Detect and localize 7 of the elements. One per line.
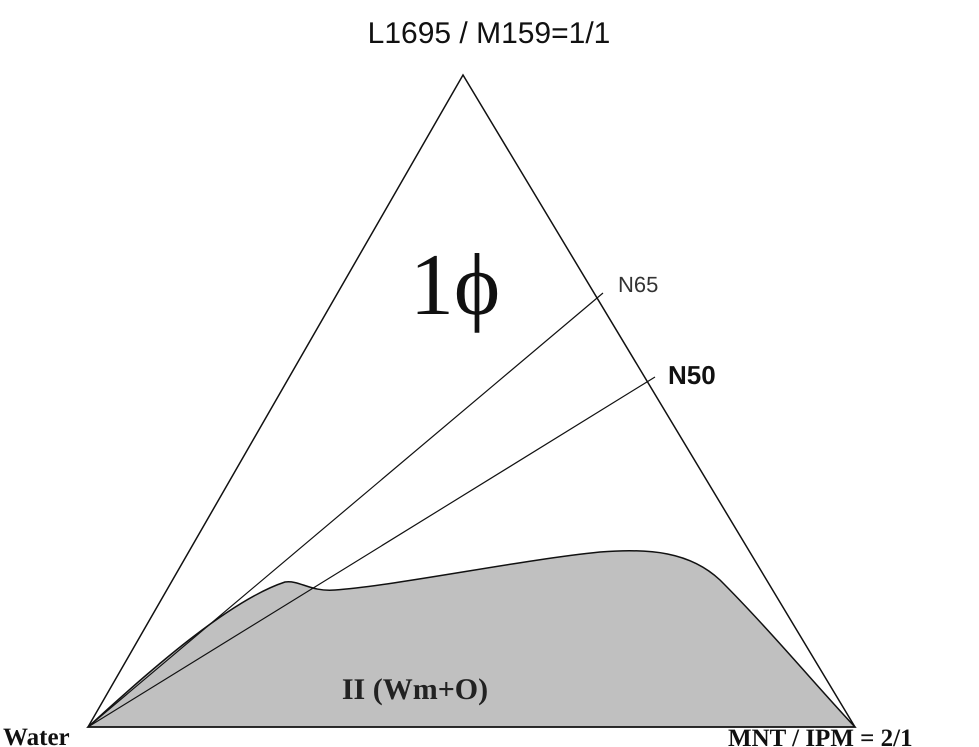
vertex-label: MNT / IPM = 2/1 xyxy=(728,725,913,747)
sample-label: N50 xyxy=(668,360,716,391)
vertex-label: Water xyxy=(3,724,70,747)
sample-label: N65 xyxy=(618,272,658,298)
vertex-label: L1695 / M159=1/1 xyxy=(368,17,610,51)
phase-label: 1ϕ xyxy=(410,236,500,336)
phase-label: II (Wm+O) xyxy=(342,673,488,707)
